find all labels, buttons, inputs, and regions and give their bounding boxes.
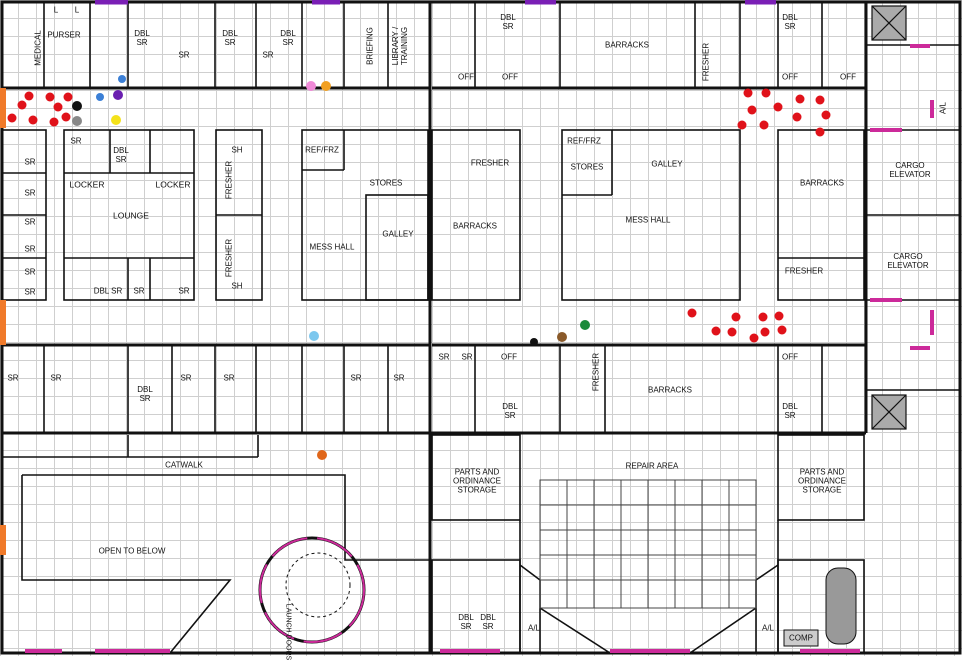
room-label-stores: STORES xyxy=(570,162,604,172)
room-label-sr: SR xyxy=(7,373,19,383)
room-label-sr: SR xyxy=(24,188,36,198)
room-label-lounge: LOUNGE xyxy=(113,210,149,221)
room-label-shower: SH xyxy=(231,145,243,155)
room-label-l: L xyxy=(74,5,80,15)
room-label-barracks: BARRACKS xyxy=(604,40,650,50)
area-label-open-to-below: OPEN TO BELOW xyxy=(98,546,166,556)
room-label-sr: SR xyxy=(24,244,36,254)
room-label-parts-storage: PARTS AND ORDINANCE STORAGE xyxy=(452,467,502,495)
room-label-fresher: FRESHER xyxy=(701,42,711,82)
tokens xyxy=(7,75,831,460)
room-label-galley: GALLEY xyxy=(382,229,414,239)
room-label-dbl-sr: DBL SR xyxy=(782,13,798,31)
room-label-sr: SR xyxy=(438,352,450,362)
room-label-parts-storage: PARTS AND ORDINANCE STORAGE xyxy=(797,467,847,495)
room-label-off: OFF xyxy=(840,72,856,82)
room-label-sr: SR xyxy=(350,373,362,383)
room-label-purser: PURSER xyxy=(47,30,81,40)
room-label-sr: SR xyxy=(24,267,36,277)
room-label-cargo-elevator: CARGO ELEVATOR xyxy=(889,161,931,179)
room-label-comp: COMP xyxy=(789,633,813,643)
room-label-library: LIBRARY / TRAINING xyxy=(391,26,409,66)
room-label-dbl-sr: DBL SR xyxy=(137,385,153,403)
room-label-ref-frz: REF/FRZ xyxy=(305,145,339,155)
room-label-medical: MEDICAL xyxy=(33,30,43,66)
room-label-dbl-sr: DBL SR xyxy=(458,613,474,631)
room-label-airlock: A/L xyxy=(527,623,541,633)
room-label-dbl-sr: DBL SR xyxy=(222,29,238,47)
room-label-sr: SR xyxy=(178,286,190,296)
room-label-dbl-sr: DBL SR xyxy=(502,402,518,420)
room-label-sr: SR xyxy=(393,373,405,383)
area-label-catwalk: CATWALK xyxy=(165,460,203,470)
room-label-off: OFF xyxy=(502,72,518,82)
room-label-locker: LOCKER xyxy=(155,179,191,190)
room-label-l: L xyxy=(53,5,59,15)
room-label-dbl-sr: DBL SR xyxy=(93,286,123,296)
room-label-barracks: BARRACKS xyxy=(647,385,693,395)
room-label-off: OFF xyxy=(458,72,474,82)
room-label-galley: GALLEY xyxy=(651,159,683,169)
room-label-sr: SR xyxy=(133,286,145,296)
room-label-sr: SR xyxy=(461,352,473,362)
repair-floor-grid xyxy=(539,479,757,609)
room-label-airlock: A/L xyxy=(938,101,948,115)
room-label-fresher: FRESHER xyxy=(224,160,234,200)
area-label-repair-area: REPAIR AREA xyxy=(625,461,679,471)
room-label-mess-hall: MESS HALL xyxy=(309,242,355,252)
room-label-sr: SR xyxy=(50,373,62,383)
room-label-ref-frz: REF/FRZ xyxy=(567,136,601,146)
room-label-off: OFF xyxy=(501,352,517,362)
room-label-barracks: BARRACKS xyxy=(452,221,498,231)
room-label-sr: SR xyxy=(223,373,235,383)
room-label-sr: SR xyxy=(180,373,192,383)
vehicle-icon xyxy=(825,567,857,645)
room-label-dbl-sr: DBL SR xyxy=(480,613,496,631)
room-label-mess-hall: MESS HALL xyxy=(625,215,671,225)
room-label-sr: SR xyxy=(178,50,190,60)
room-label-airlock: A/L xyxy=(761,623,775,633)
door-markers xyxy=(25,44,934,653)
room-label-off: OFF xyxy=(782,352,798,362)
room-label-dbl-sr: DBL SR xyxy=(280,29,296,47)
room-label-dbl-sr: DBL SR xyxy=(113,146,129,164)
room-label-dbl-sr: DBL SR xyxy=(500,13,516,31)
room-label-sr: SR xyxy=(262,50,274,60)
room-label-sr: SR xyxy=(70,136,82,146)
area-label-launch-doors: LAUNCH DOORS xyxy=(284,603,292,660)
room-label-off: OFF xyxy=(782,72,798,82)
room-label-sr: SR xyxy=(24,157,36,167)
room-label-stores: STORES xyxy=(369,178,403,188)
room-label-fresher: FRESHER xyxy=(470,158,510,168)
room-label-sr: SR xyxy=(24,217,36,227)
room-label-sr: SR xyxy=(24,287,36,297)
room-label-briefing: BRIEFING xyxy=(365,27,375,65)
room-label-barracks: BARRACKS xyxy=(799,178,845,188)
room-label-fresher: FRESHER xyxy=(224,238,234,278)
room-label-cargo-elevator: CARGO ELEVATOR xyxy=(887,252,929,270)
room-label-fresher: FRESHER xyxy=(784,266,824,276)
room-label-shower: SH xyxy=(231,281,243,291)
room-label-dbl-sr: DBL SR xyxy=(782,402,798,420)
room-label-locker: LOCKER xyxy=(69,179,105,190)
room-label-fresher: FRESHER xyxy=(591,352,601,392)
room-label-dbl-sr: DBL SR xyxy=(134,29,150,47)
